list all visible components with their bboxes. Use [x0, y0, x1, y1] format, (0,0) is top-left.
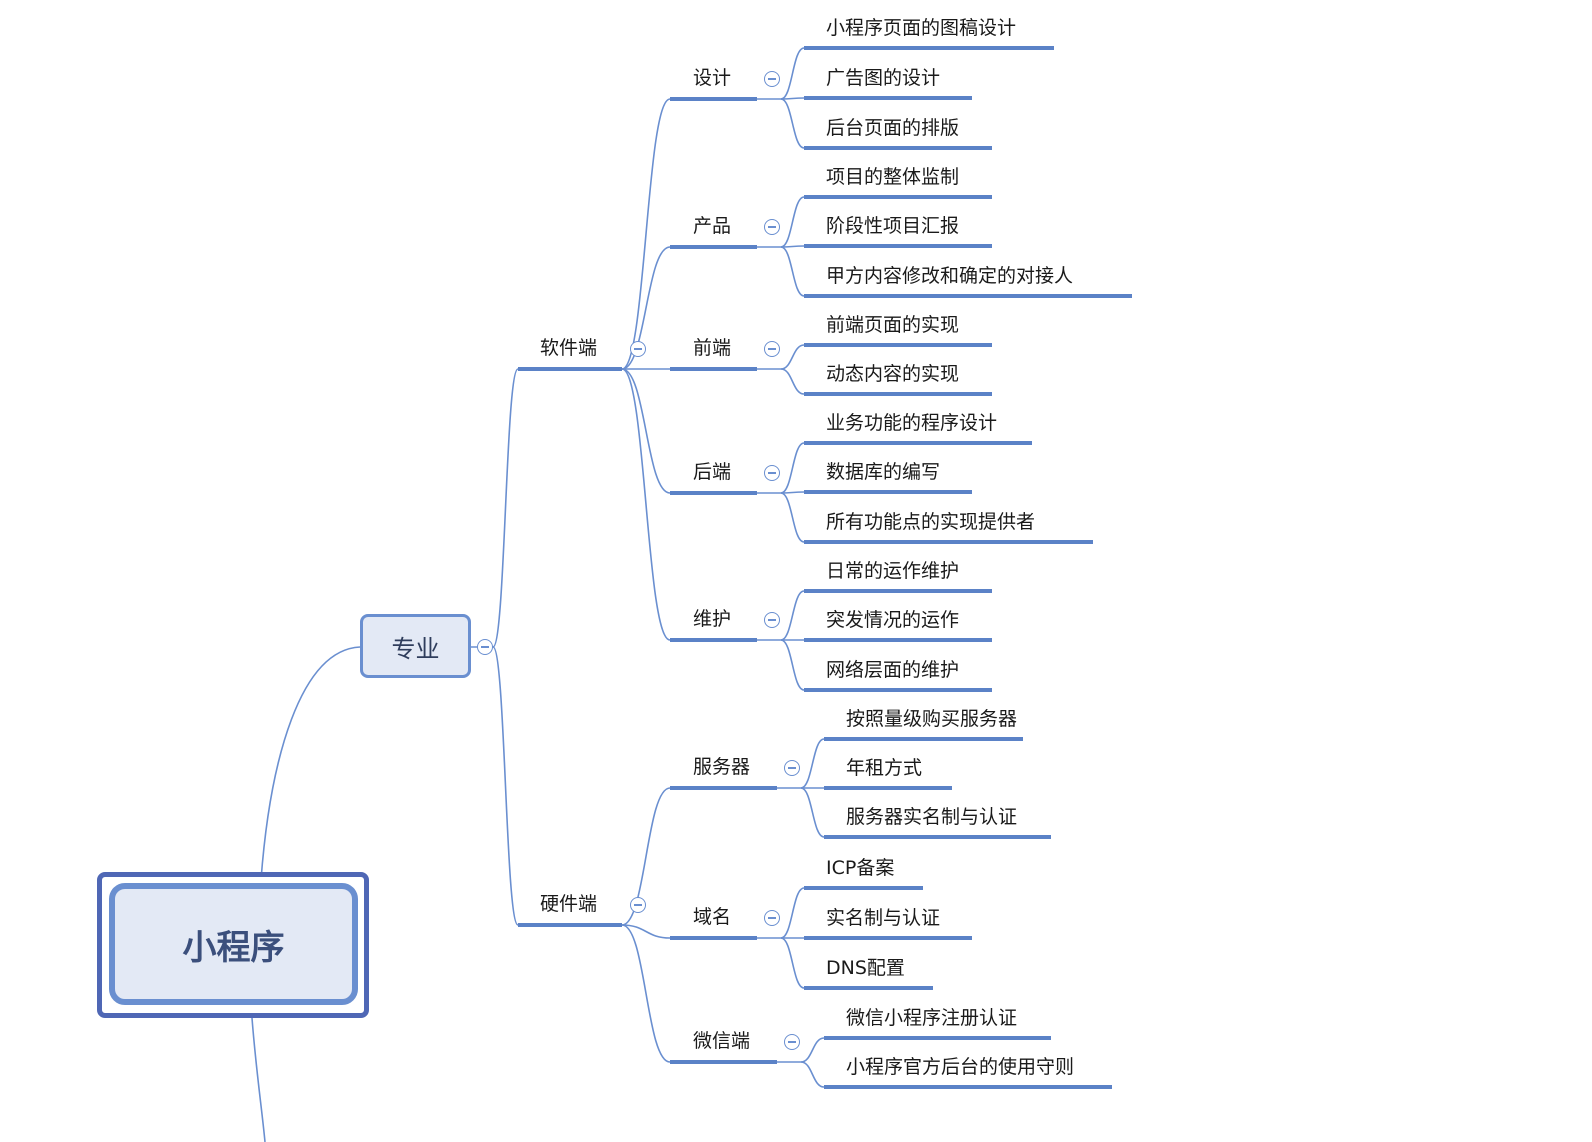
hardware-to-group-line	[621, 787, 671, 926]
group-to-item-line	[780, 639, 805, 691]
collapse-toggle-icon[interactable]	[784, 760, 800, 776]
leaf-node[interactable]: 小程序页面的图稿设计	[826, 17, 1017, 39]
hardware-node[interactable]: 硬件端	[540, 893, 598, 915]
leaf-node[interactable]: 阶段性项目汇报	[826, 215, 960, 237]
leaf-node[interactable]: 年租方式	[846, 757, 923, 779]
leaf-node[interactable]: 服务器实名制与认证	[846, 806, 1018, 828]
collapse-toggle-icon[interactable]	[630, 897, 646, 913]
software-to-group-line	[621, 246, 671, 370]
group-to-item-line	[780, 196, 805, 248]
group-to-item-line	[780, 368, 805, 395]
software-to-group-line	[621, 368, 671, 641]
group-to-item-line	[800, 738, 825, 789]
root-to-next-branch-line	[251, 1017, 266, 1142]
software-node[interactable]: 软件端	[540, 337, 598, 359]
leaf-node[interactable]: 前端页面的实现	[826, 314, 960, 336]
group-to-item-line	[780, 590, 805, 641]
collapse-toggle-icon[interactable]	[764, 71, 780, 87]
collapse-toggle-icon[interactable]	[784, 1034, 800, 1050]
collapse-toggle-icon[interactable]	[764, 465, 780, 481]
group-node-software-2[interactable]: 前端	[693, 337, 732, 359]
group-node-software-3[interactable]: 后端	[693, 461, 732, 483]
leaf-node[interactable]: 实名制与认证	[826, 907, 941, 929]
professional-node[interactable]: 专业	[360, 614, 471, 678]
software-to-group-line	[621, 368, 671, 494]
leaf-node[interactable]: 按照量级购买服务器	[846, 708, 1018, 730]
group-to-item-line	[780, 492, 805, 543]
software-to-group-line	[621, 98, 671, 370]
group-to-item-line	[780, 98, 805, 149]
leaf-node[interactable]: 微信小程序注册认证	[846, 1007, 1018, 1029]
group-to-item-line	[780, 937, 805, 989]
leaf-node[interactable]: 广告图的设计	[826, 67, 941, 89]
collapse-toggle-icon[interactable]	[764, 612, 780, 628]
collapse-toggle-icon[interactable]	[764, 341, 780, 357]
leaf-node[interactable]: 所有功能点的实现提供者	[826, 511, 1036, 533]
leaf-node[interactable]: 网络层面的维护	[826, 659, 960, 681]
group-to-item-line	[800, 787, 825, 838]
leaf-node[interactable]: 项目的整体监制	[826, 166, 960, 188]
collapse-toggle-icon[interactable]	[764, 910, 780, 926]
leaf-node[interactable]: 后台页面的排版	[826, 117, 960, 139]
hardware-to-group-line	[621, 924, 671, 1063]
group-node-software-0[interactable]: 设计	[693, 67, 732, 89]
collapse-toggle-icon[interactable]	[477, 639, 493, 655]
leaf-node[interactable]: 日常的运作维护	[826, 560, 960, 582]
group-node-software-4[interactable]: 维护	[693, 608, 732, 630]
group-node-hardware-0[interactable]: 服务器	[693, 756, 751, 778]
collapse-toggle-icon[interactable]	[764, 219, 780, 235]
root-node[interactable]: 小程序	[109, 883, 358, 1005]
root-to-professional-line	[260, 646, 361, 881]
leaf-node[interactable]: 业务功能的程序设计	[826, 412, 998, 434]
leaf-node[interactable]: DNS配置	[826, 957, 905, 979]
leaf-node[interactable]: 动态内容的实现	[826, 363, 960, 385]
group-to-item-line	[780, 246, 805, 297]
group-node-hardware-1[interactable]: 域名	[693, 906, 732, 928]
group-to-item-line	[780, 887, 805, 939]
leaf-node[interactable]: 甲方内容修改和确定的对接人	[826, 265, 1074, 287]
professional-to-hardware-line	[492, 646, 519, 926]
group-node-hardware-2[interactable]: 微信端	[693, 1030, 751, 1052]
group-to-item-line	[780, 344, 805, 370]
group-to-item-line	[780, 442, 805, 494]
group-to-item-line	[800, 1037, 825, 1063]
leaf-node[interactable]: 突发情况的运作	[826, 609, 960, 631]
leaf-node[interactable]: ICP备案	[826, 857, 895, 879]
hardware-to-group-line	[621, 924, 671, 939]
group-to-item-line	[780, 47, 805, 100]
collapse-toggle-icon[interactable]	[630, 341, 646, 357]
leaf-node[interactable]: 小程序官方后台的使用守则	[846, 1056, 1075, 1078]
group-node-software-1[interactable]: 产品	[693, 215, 732, 237]
professional-to-software-line	[492, 368, 519, 648]
leaf-node[interactable]: 数据库的编写	[826, 461, 941, 483]
group-to-item-line	[800, 1061, 825, 1088]
